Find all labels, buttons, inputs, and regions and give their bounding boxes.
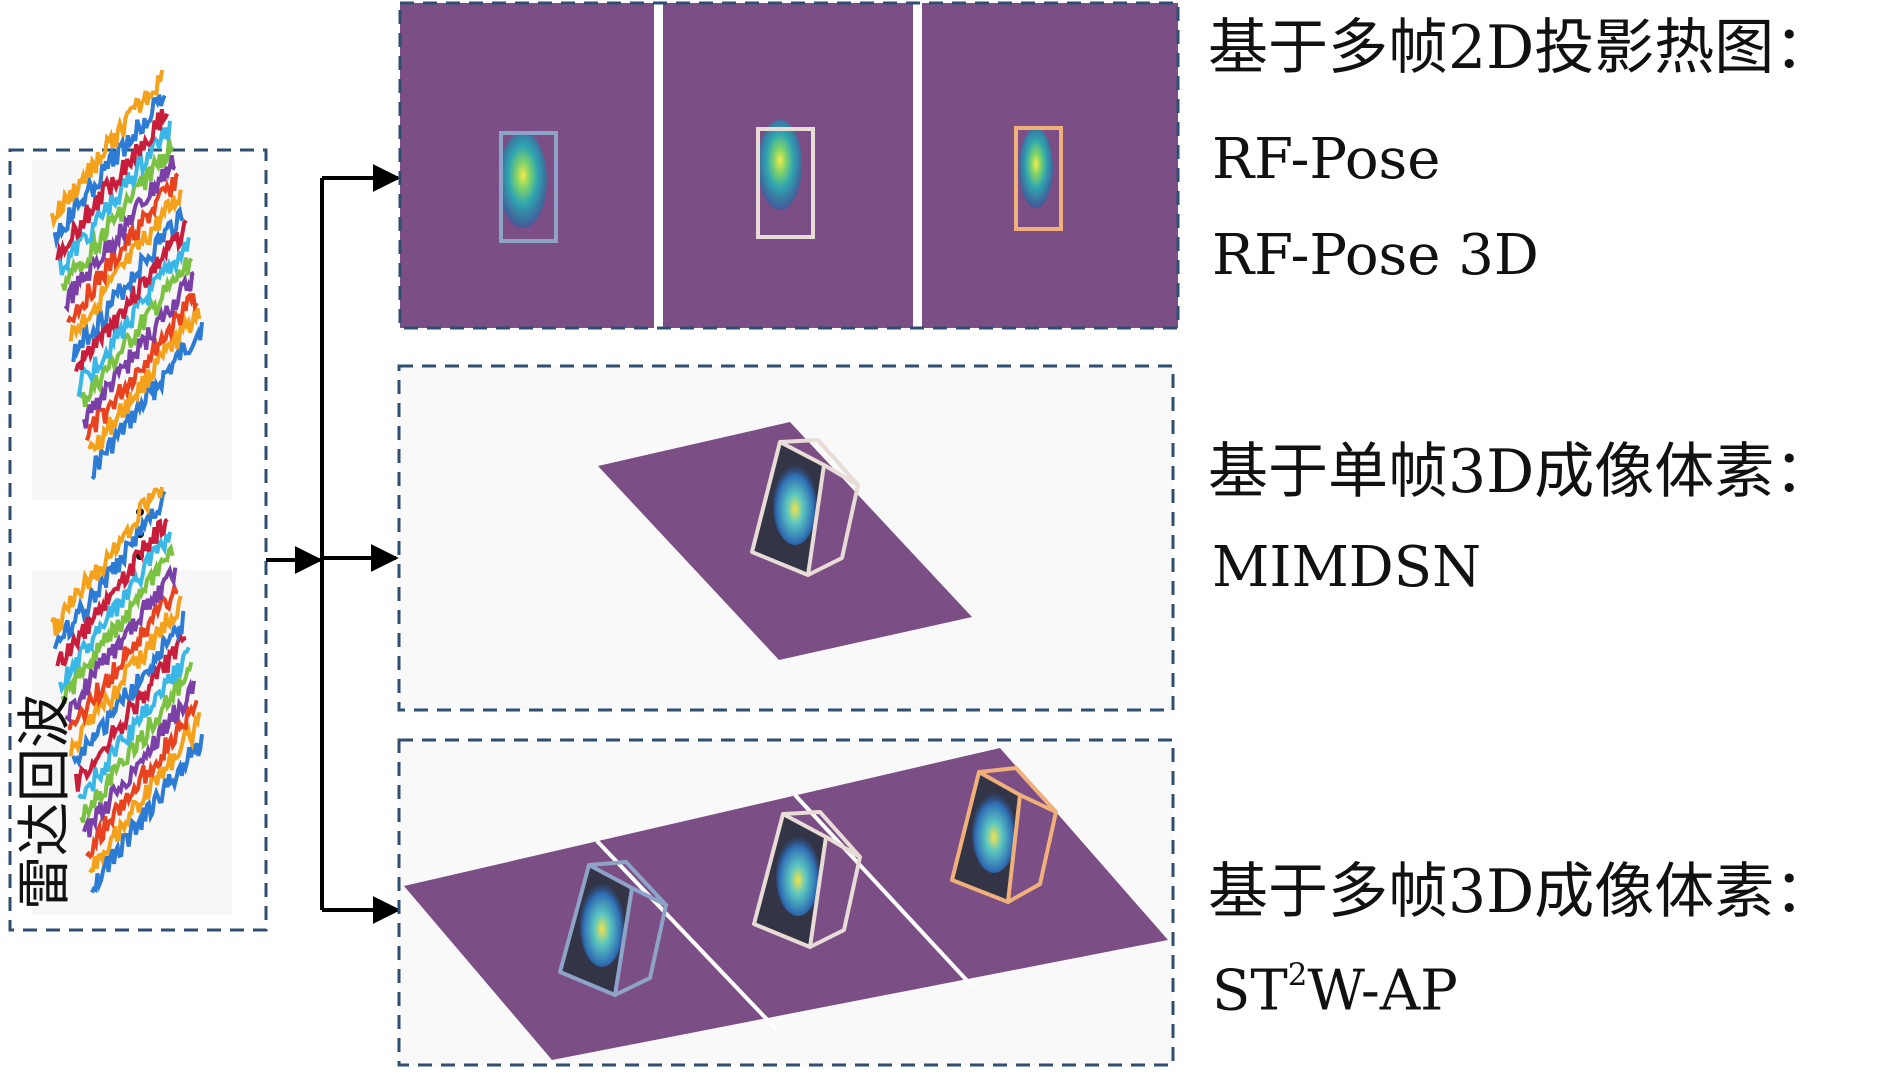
voxel-blob xyxy=(972,793,1016,873)
radar-echo-label: 雷达回波 xyxy=(13,694,76,910)
radar-echo-plot-bottom xyxy=(32,486,232,915)
method-1-item-2: RF-Pose 3D xyxy=(1212,223,1539,288)
waveform-stack-top xyxy=(50,69,204,481)
frame-divider xyxy=(595,839,779,1032)
method-2-item-1: MIMDSN xyxy=(1212,535,1482,600)
waveform-trace xyxy=(84,292,199,442)
waveform-trace xyxy=(60,138,175,291)
waveform-trace xyxy=(77,646,191,800)
waveform-trace xyxy=(74,632,187,792)
heatmap-blob-2 xyxy=(758,120,802,210)
waveform-trace xyxy=(64,564,178,724)
waveform-trace xyxy=(79,257,194,408)
waveform-trace xyxy=(68,189,183,342)
radar-echo-panel xyxy=(8,69,268,932)
waveform-trace xyxy=(68,595,183,757)
panel-multiframe-2d xyxy=(398,1,1180,330)
bbox-frame-2 xyxy=(756,127,815,239)
waveform-trace xyxy=(58,120,172,276)
waveform-trace xyxy=(55,517,169,667)
waveform-trace xyxy=(52,490,167,650)
waveform-trace xyxy=(79,661,194,824)
waveform-stack-bottom xyxy=(50,486,204,894)
method-3-item-1: ST2W-AP xyxy=(1212,960,1458,1020)
voxel-box-outline xyxy=(752,810,862,949)
waveform-trace xyxy=(76,237,191,397)
panel-2-frame xyxy=(397,364,1175,712)
method-1-heading: 基于多帧2D投影热图： xyxy=(1208,13,1835,83)
waveform-trace xyxy=(50,69,164,230)
waveform-trace xyxy=(71,610,186,769)
method-2-heading: 基于单帧3D成像体素： xyxy=(1208,437,1835,507)
waveform-trace xyxy=(52,94,167,250)
frame-divider xyxy=(793,793,974,988)
voxel-box-white xyxy=(750,438,860,577)
bbox-frame-1 xyxy=(499,131,558,243)
connectors xyxy=(266,164,401,924)
waveform-trace xyxy=(82,271,195,429)
method-3-item-base: ST xyxy=(1212,958,1288,1024)
waveform-trace xyxy=(74,219,188,372)
voxel-box-outline xyxy=(750,438,860,577)
waveform-trace xyxy=(60,543,175,704)
bbox-frame-3 xyxy=(1014,126,1063,231)
heatmap-blob-3 xyxy=(1019,128,1053,208)
frame-separator xyxy=(654,3,663,328)
waveform-trace xyxy=(50,486,164,636)
voxel-blob xyxy=(776,836,820,916)
method-3-item-sup: 2 xyxy=(1287,957,1308,993)
voxel-blob xyxy=(580,883,624,967)
voxel-box-white-2 xyxy=(752,810,862,949)
method-3-item-tail: W-AP xyxy=(1307,958,1458,1024)
waveform-trace xyxy=(66,172,180,324)
method-1-item-1: RF-Pose xyxy=(1212,127,1441,192)
heatmap-blob-1 xyxy=(499,132,547,228)
waveform-trace xyxy=(90,733,204,894)
waveform-trace xyxy=(71,205,185,363)
frame-separator xyxy=(913,3,922,328)
waveform-trace xyxy=(67,580,179,731)
panel-singleframe-3d xyxy=(397,364,1175,712)
waveform-trace xyxy=(63,155,177,314)
panel-multiframe-3d xyxy=(397,738,1175,1067)
voxel-box-outline xyxy=(558,860,668,997)
waveform-trace xyxy=(82,678,196,838)
waveform-trace xyxy=(90,321,204,481)
method-3-heading: 基于多帧3D成像体素： xyxy=(1208,857,1835,927)
voxel-box-outline xyxy=(950,766,1058,904)
waveform-trace xyxy=(88,711,202,874)
waveform-trace xyxy=(55,108,170,262)
voxel-box-blue xyxy=(558,860,668,997)
waveform-trace xyxy=(58,531,172,695)
voxel-blob xyxy=(773,465,817,545)
voxel-box-orange xyxy=(950,766,1058,904)
radar-echo-plot-top xyxy=(32,69,232,500)
panel-3-frame xyxy=(397,738,1175,1067)
